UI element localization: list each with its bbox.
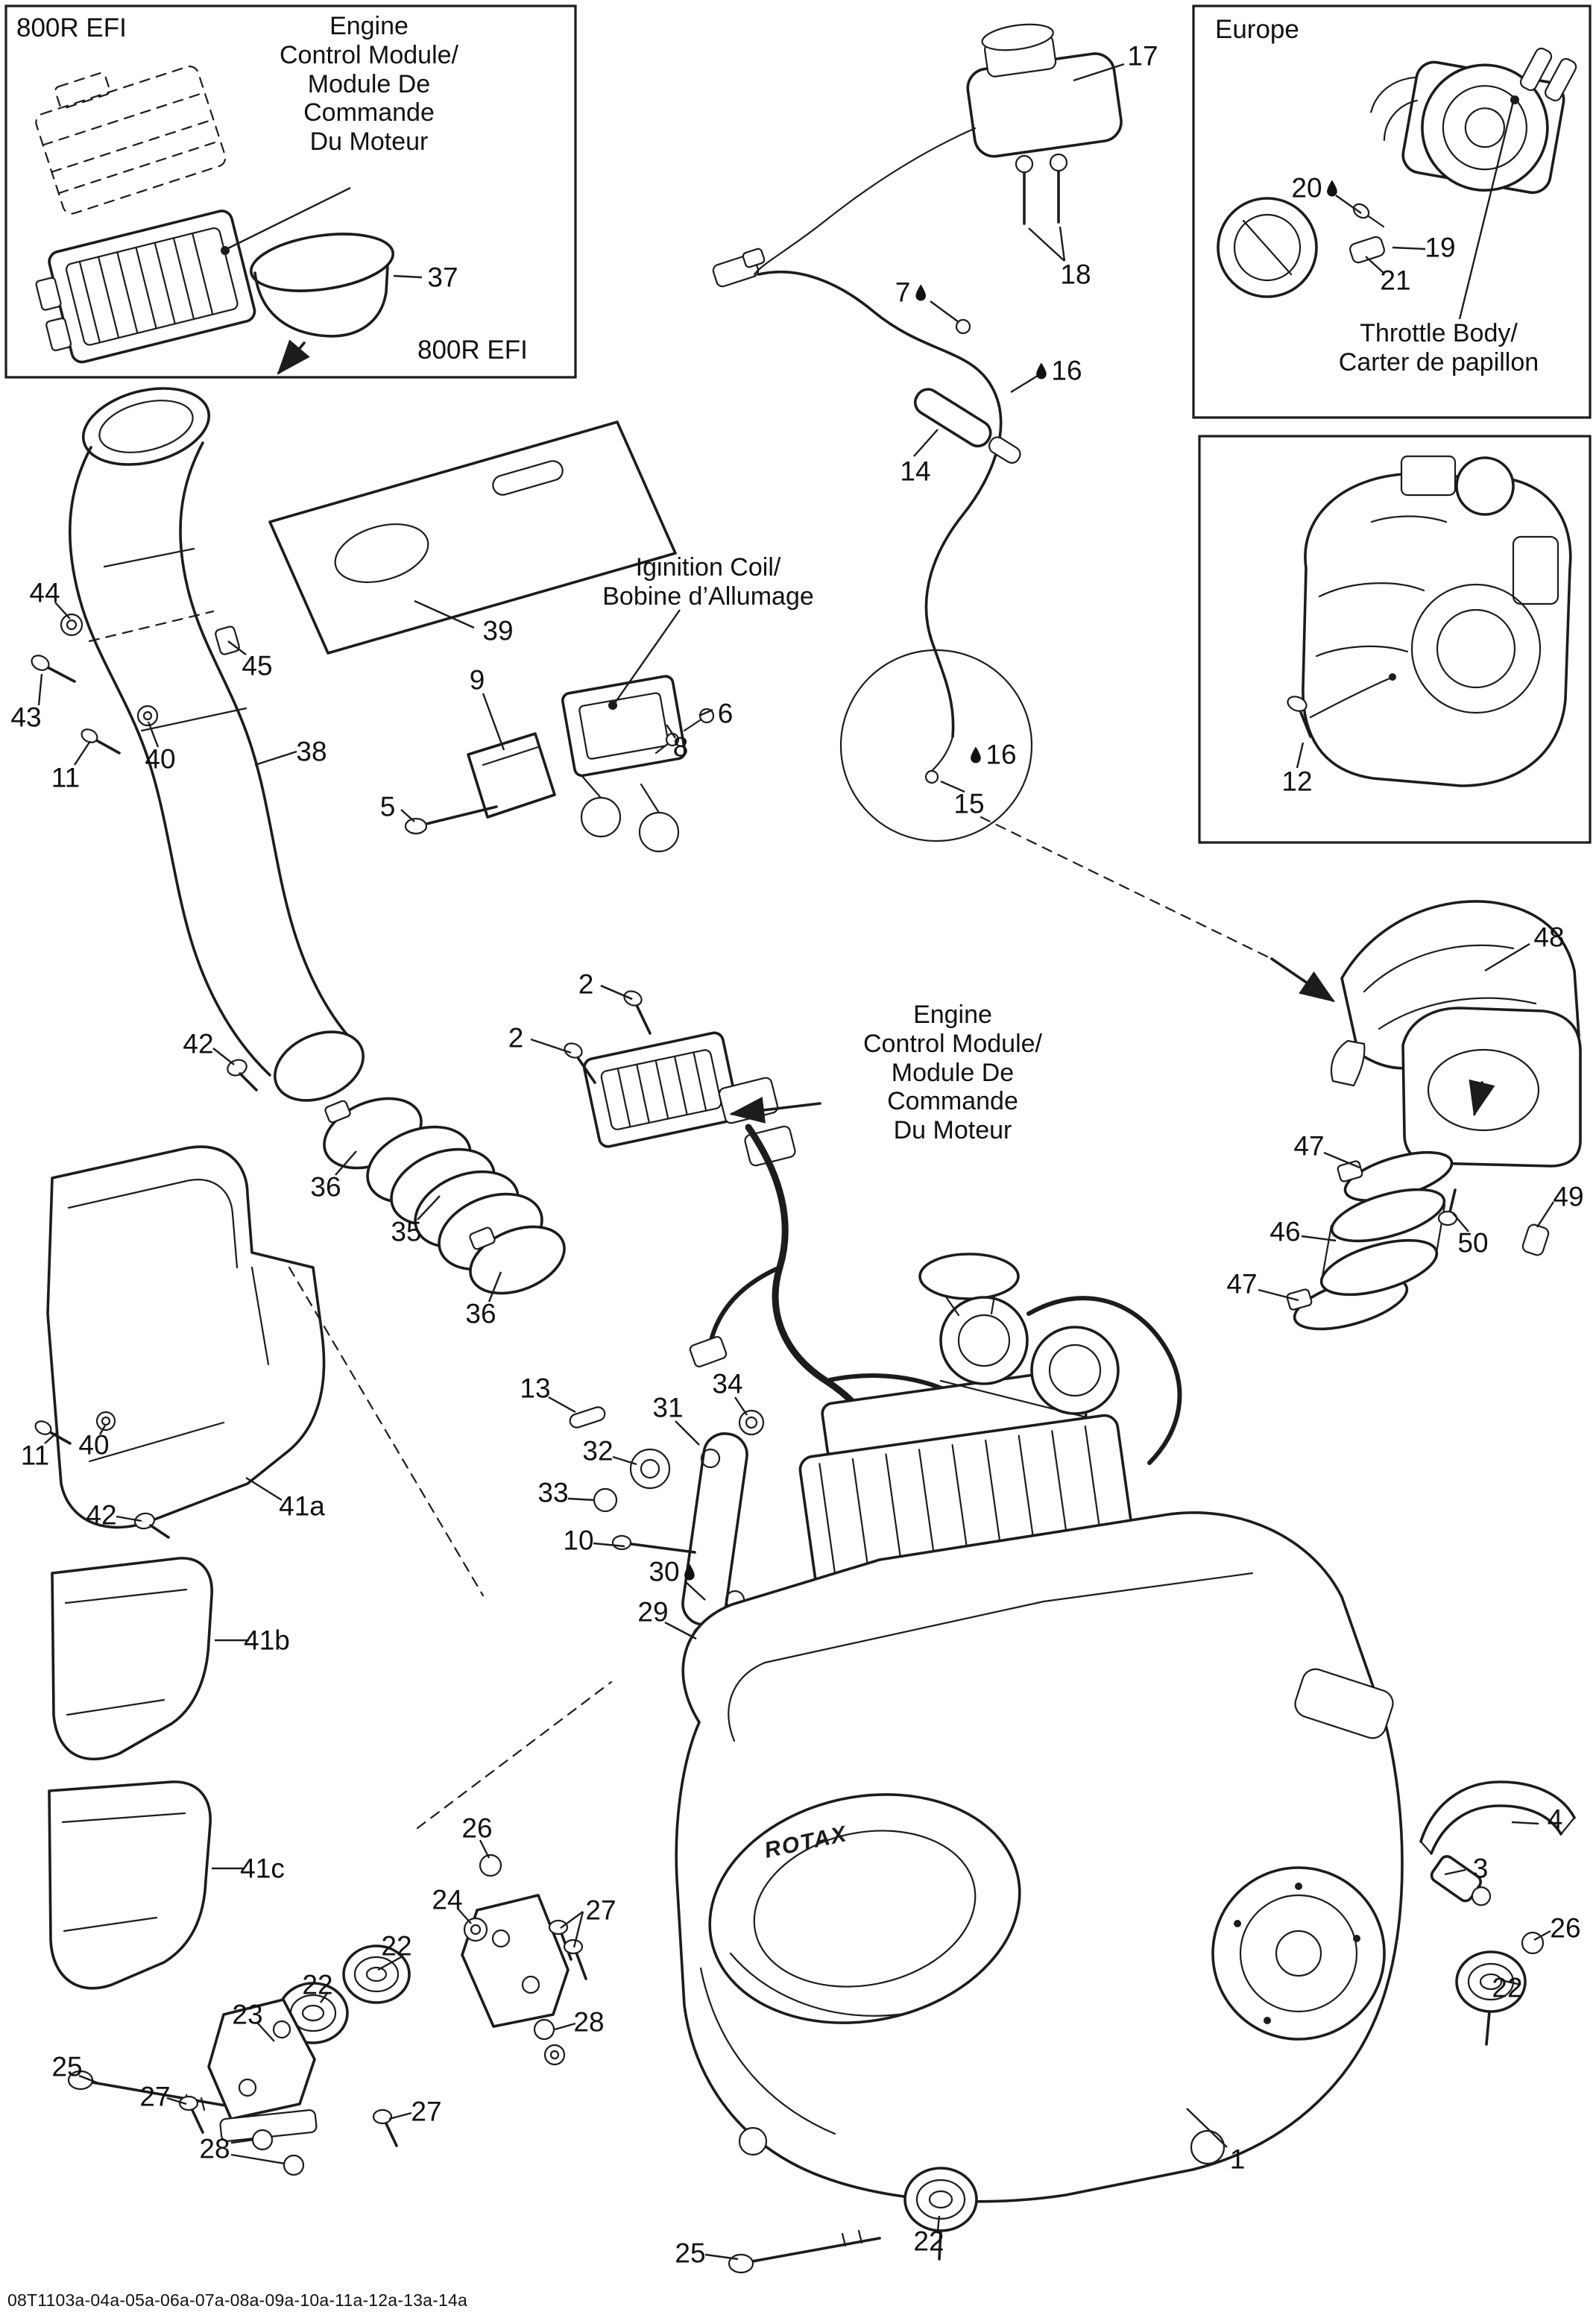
plate-39-illustration xyxy=(268,421,677,655)
inset-engine-box xyxy=(1198,435,1592,844)
air-boot-illustration xyxy=(323,1097,566,1295)
ignition-coil-illustration xyxy=(404,609,715,853)
ecm-main-callout: Engine Control Module/ Module De Command… xyxy=(862,1001,1042,1144)
engine-inset-illustration xyxy=(1287,455,1572,787)
engine-illustration: ROTAX xyxy=(675,1253,1404,2203)
ecm-inset-illustration xyxy=(35,66,423,375)
intake-duct-illustration xyxy=(31,387,365,1102)
oil-reservoir-illustration xyxy=(753,23,1125,276)
inset-ecm-badge-top: 800R EFI xyxy=(16,13,127,42)
inset-ecm-badge-bottom: 800R EFI xyxy=(417,336,528,365)
europe-inset-title: Europe xyxy=(1215,15,1299,44)
inset-ecm-box xyxy=(4,4,577,379)
ignition-coil-callout: Iginition Coil/ Bobine d’Allumage xyxy=(602,553,814,611)
leader-lines xyxy=(37,300,1555,2261)
construction-lines xyxy=(88,610,1335,1830)
guard-illustrations xyxy=(1286,900,1582,1331)
throttle-cable-illustration xyxy=(712,248,1033,842)
inset-ecm-callout: Engine Control Module/ Module De Command… xyxy=(279,12,458,156)
europe-inset-illustration xyxy=(1217,47,1577,320)
bottom-mount-illustrations xyxy=(67,1853,978,2274)
inset-europe-box xyxy=(1192,4,1592,419)
throttle-body-callout: Throttle Body/ Carter de papillon xyxy=(1338,319,1539,377)
document-code: 08T1103a-04a-05a-06a-07a-08a-09a-10a-11a… xyxy=(7,2290,467,2310)
heat-shield-illustrations xyxy=(34,1145,326,1990)
right-lower-illustrations xyxy=(1419,1780,1576,2046)
